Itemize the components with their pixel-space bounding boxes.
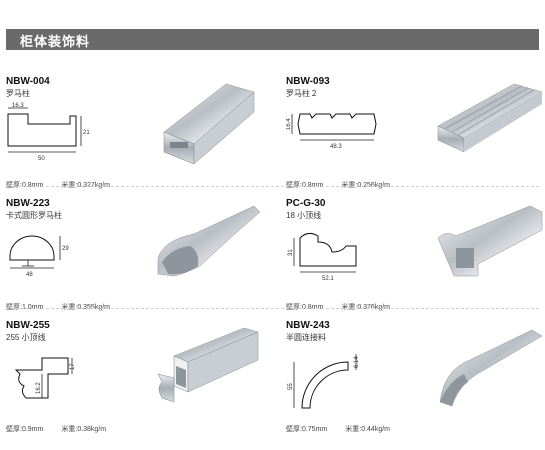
dim-height: 55 [288, 383, 294, 390]
dim-width: 48.3 [330, 144, 342, 150]
product-card-nbw-223: NBW-223 卡式圆形罗马柱 29 48 壁厚:1.0mm 米重:0.355kg… [6, 198, 268, 316]
product-code: NBW-004 [6, 76, 50, 87]
product-code: NBW-243 [286, 320, 330, 331]
product-card-pc-g-30: PC-G-30 18 小顶线 31 52.1 壁厚:0.8mm 米重:0.376k… [286, 198, 545, 316]
dim-height: 16.4 [286, 118, 292, 130]
cross-section-diagram: 31 52.1 [288, 232, 357, 282]
product-card-nbw-255: NBW-255 255 小顶线 17 16.2 壁厚:0.9mm 米重:0.38k… [6, 320, 268, 438]
product-specs: 壁厚:0.8mm 米重:0.376kg/m [286, 302, 390, 312]
product-card-nbw-004: NBW-004 罗马柱 16.3 21 50 壁厚:0.8mm 米重:0.327k… [6, 76, 268, 194]
product-name: 半圆连接料 [286, 333, 326, 342]
product-specs: 壁厚:0.75mm 米重:0.44kg/m [286, 424, 390, 434]
cross-section-diagram: 29 48 [9, 235, 69, 278]
profile-render [157, 327, 259, 403]
product-specs: 壁厚:0.8mm 米重:0.256kg/m [286, 180, 390, 190]
wall-label: 壁厚: [6, 426, 22, 433]
dim-side-height: 16.2 [36, 382, 42, 394]
wall-label: 壁厚: [6, 304, 22, 311]
meter-weight: 0.38kg/m [77, 426, 107, 433]
section-title: 柜体装饰料 [20, 34, 91, 49]
product-specs: 壁厚:0.9mm 米重:0.38kg/m [6, 424, 106, 434]
cross-section-diagram: 16.4 48.3 [286, 113, 377, 150]
product-code: NBW-255 [6, 320, 50, 331]
dim-width: 52.1 [322, 276, 334, 282]
profile-render [157, 205, 261, 277]
product-code: NBW-223 [6, 198, 50, 209]
weight-label: 米重: [61, 304, 78, 311]
profile-render [437, 83, 543, 153]
wall-thickness: 0.9mm [21, 426, 44, 433]
product-name: 罗马柱２ [286, 89, 318, 98]
row-divider [6, 308, 539, 309]
product-specs: 壁厚:0.8mm 米重:0.327kg/m [6, 180, 110, 190]
wall-thickness: 0.75mm [301, 426, 328, 433]
wall-label: 壁厚: [286, 426, 302, 433]
dim-thickness: 6.14 [354, 356, 360, 368]
meter-weight: 0.376kg/m [357, 304, 390, 311]
product-code: PC-G-30 [286, 198, 326, 209]
meter-weight: 0.256kg/m [357, 182, 390, 189]
profile-render [163, 83, 255, 165]
product-name: 卡式圆形罗马柱 [6, 211, 62, 220]
weight-label: 米重: [345, 426, 362, 433]
weight-label: 米重: [341, 182, 358, 189]
wall-label: 壁厚: [6, 182, 22, 189]
cross-section-diagram: 16.3 21 50 [7, 103, 90, 162]
wall-thickness: 0.8mm [301, 182, 324, 189]
product-card-nbw-093: NBW-093 罗马柱２ 16.4 48.3 壁厚:0.8mm 米重:0.256k… [286, 76, 545, 194]
wall-thickness: 0.8mm [21, 182, 44, 189]
meter-weight: 0.44kg/m [361, 426, 390, 433]
dim-width: 50 [38, 156, 45, 162]
wall-label: 壁厚: [286, 304, 302, 311]
dim-width: 48 [26, 272, 33, 278]
product-code: NBW-093 [286, 76, 330, 87]
dim-width-top: 16.3 [12, 103, 24, 109]
wall-label: 壁厚: [286, 182, 302, 189]
wall-thickness: 1.0mm [21, 304, 44, 311]
product-specs: 壁厚:1.0mm 米重:0.355kg/m [6, 302, 110, 312]
meter-weight: 0.327kg/m [77, 182, 110, 189]
product-name: 255 小顶线 [6, 333, 46, 342]
cross-section-diagram: 6.14 55 55 [288, 354, 360, 409]
weight-label: 米重: [61, 426, 78, 433]
product-name: 18 小顶线 [286, 211, 322, 220]
profile-render [437, 205, 543, 277]
dim-height: 29 [62, 246, 69, 252]
wall-thickness: 0.8mm [301, 304, 324, 311]
product-card-nbw-243: NBW-243 半圆连接料 6.14 55 55 壁厚:0.75mm 米重:0.4… [286, 320, 545, 438]
product-name: 罗马柱 [6, 89, 30, 98]
row-divider [6, 186, 539, 187]
weight-label: 米重: [61, 182, 78, 189]
meter-weight: 0.355kg/m [77, 304, 110, 311]
section-header: 柜体装饰料 [6, 29, 539, 50]
weight-label: 米重: [341, 304, 358, 311]
profile-render [439, 329, 543, 407]
cross-section-diagram: 17 16.2 [14, 357, 76, 399]
dim-height: 31 [288, 249, 294, 256]
dim-top-height: 17 [70, 363, 76, 370]
dim-height: 21 [83, 130, 90, 136]
